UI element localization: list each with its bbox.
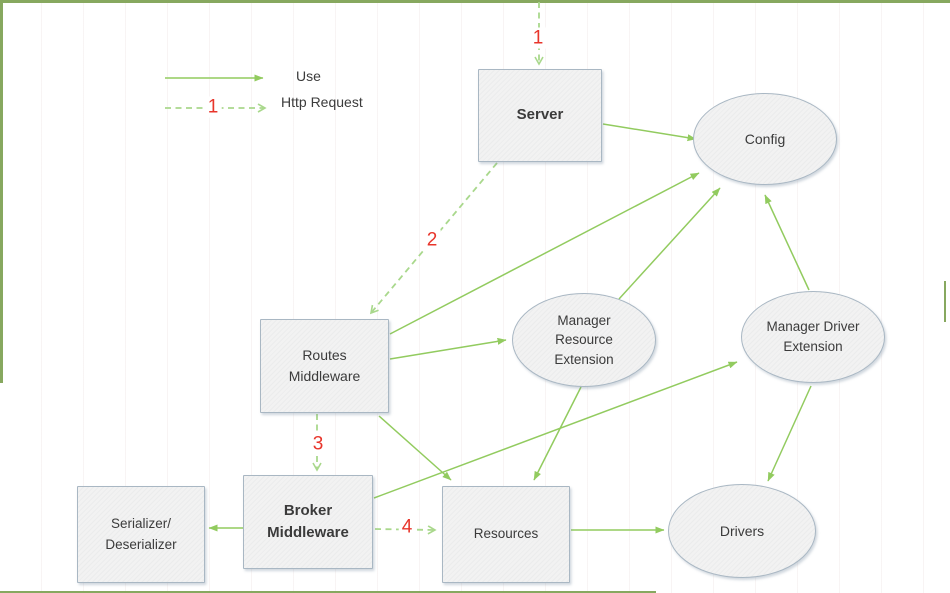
- node-label-line: Resource: [555, 332, 613, 348]
- edge-manager-resource-to-config: [618, 187, 721, 300]
- node-server: Server: [478, 69, 602, 162]
- edge-manager-driver-to-drivers: [767, 385, 812, 482]
- node-label-line: Middleware: [267, 524, 349, 541]
- node-label-line: Extension: [783, 339, 843, 354]
- edge-routes-to-config: [389, 172, 700, 335]
- node-resources: Resources: [442, 486, 570, 583]
- red-label-step-2: 2: [423, 229, 441, 251]
- node-serializer-deserializer: Serializer/Deserializer: [77, 486, 205, 583]
- node-label-line: Manager: [557, 312, 611, 328]
- edge-broker-to-manager-driver: [373, 361, 738, 499]
- edge-routes-to-manager-resource: [389, 337, 507, 360]
- node-label-line: Routes: [302, 347, 347, 363]
- node-label-line: Drivers: [719, 522, 765, 539]
- node-label-line: Broker: [283, 501, 333, 519]
- edge-manager-driver-to-config: [764, 194, 810, 291]
- red-label-step-1: 1: [529, 27, 547, 49]
- node-label-line: Resources: [473, 526, 539, 542]
- node-drivers: Drivers: [668, 484, 816, 578]
- red-label-legend-http-number: 1: [204, 96, 222, 118]
- legend-label-http-request: Http Request: [281, 94, 363, 110]
- top-frame: [0, 0, 950, 3]
- edge-routes-to-resources: [378, 415, 452, 481]
- node-config: Config: [693, 93, 837, 185]
- left-frame: [0, 0, 3, 383]
- edge-server-to-config: [602, 123, 697, 142]
- bottom-frame: [0, 591, 656, 593]
- edge-manager-resource-to-resources: [533, 386, 582, 481]
- right-edge-mark: [944, 281, 946, 322]
- node-label-line: Serializer/: [110, 516, 172, 532]
- node-label-line: Extension: [554, 351, 614, 367]
- node-label-line: Manager Driver: [766, 319, 860, 335]
- node-label-line: Config: [744, 130, 786, 147]
- red-label-step-4: 4: [398, 516, 416, 538]
- node-label-line: Deserializer: [105, 536, 177, 552]
- node-label-line: Middleware: [288, 368, 361, 384]
- red-label-step-3: 3: [309, 433, 327, 455]
- legend-label-use: Use: [296, 68, 321, 84]
- node-label-line: Server: [516, 106, 564, 124]
